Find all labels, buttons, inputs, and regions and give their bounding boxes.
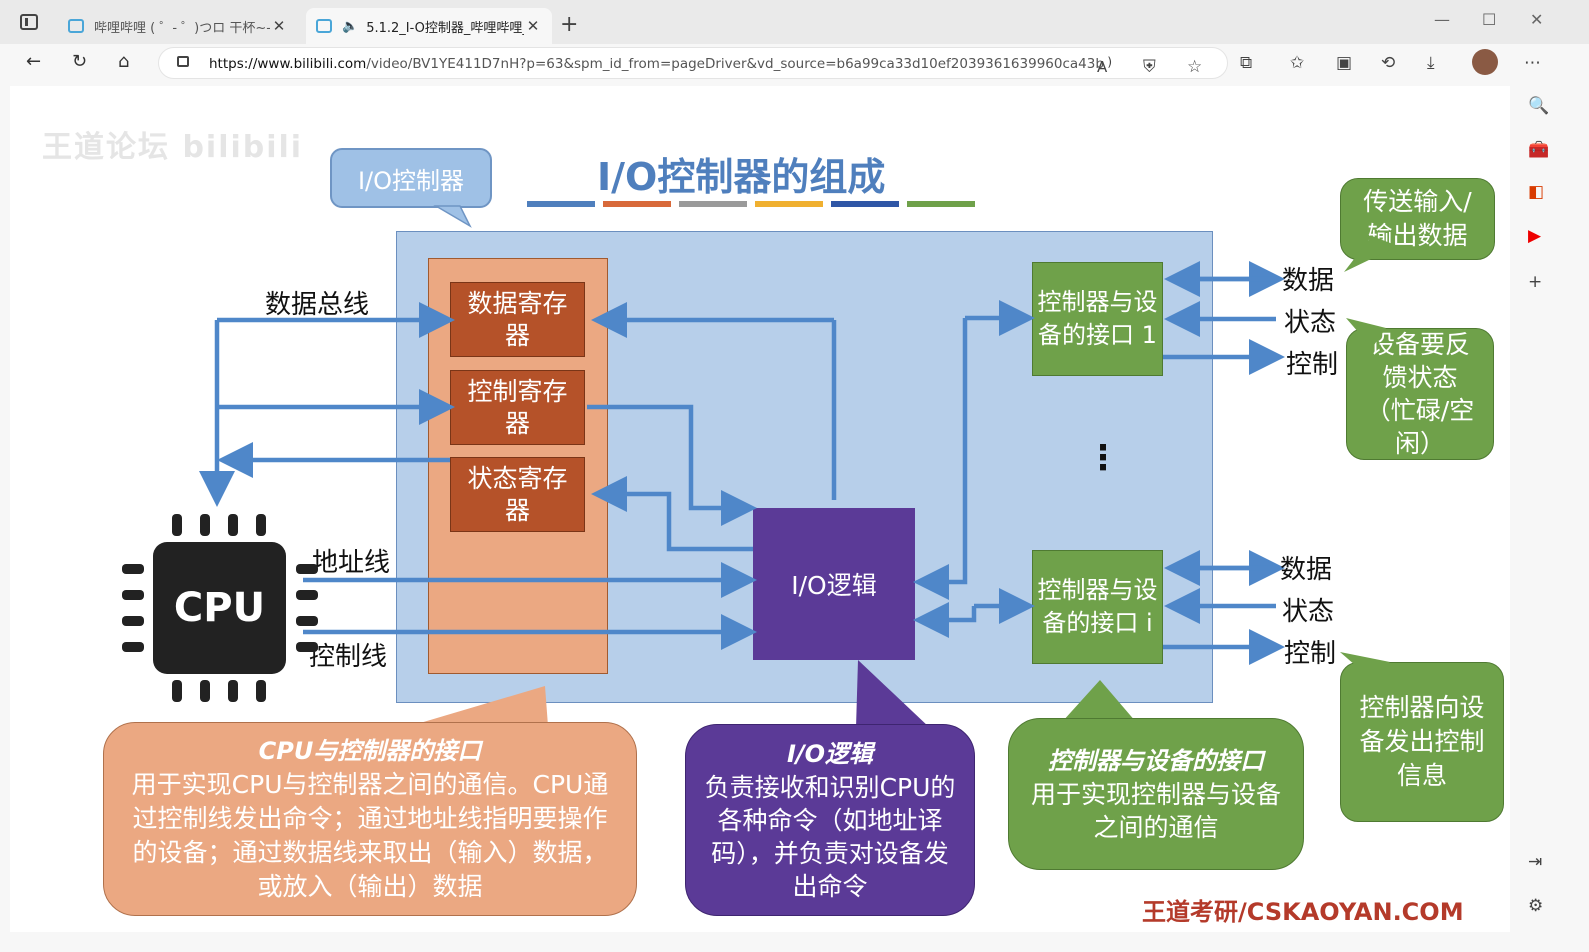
control-register: 控制寄存器: [450, 370, 585, 445]
signal-status-i: 状态: [1282, 597, 1335, 627]
tab-title: 5.1.2_I-O控制器_哔哩哔哩_bilibili: [366, 20, 524, 36]
video-slide[interactable]: 王道论坛 bilibili I/O控制器 I/O控制器的组成 数据寄存器 控制寄…: [10, 86, 1510, 932]
settings-icon[interactable]: ⚙: [1528, 896, 1544, 916]
collections-icon[interactable]: ▣: [1336, 53, 1353, 73]
tab-close-icon[interactable]: ✕: [526, 17, 540, 35]
url-text: https://www.bilibili.com/video/BV1YE411D…: [209, 56, 1104, 72]
note-device-status: 设备要反馈状态（忙碌/空闲）: [1346, 328, 1494, 460]
footer-brand: 王道考研/CSKAOYAN.COM: [1142, 898, 1464, 926]
data-register: 数据寄存器: [450, 282, 585, 357]
device-interface-i: 控制器与设备的接口 i: [1032, 550, 1163, 664]
connection-arrows: [199, 261, 1285, 665]
bubble-io-body: 负责接收和识别CPU的各种命令（如地址译码），并负责对设备发出命令: [704, 772, 956, 901]
new-tab-icon[interactable]: +: [560, 12, 579, 37]
control-line-label: 控制线: [309, 642, 388, 672]
bubble-io-heading: I/O逻辑: [786, 739, 874, 768]
io-logic-block: I/O逻辑: [753, 508, 915, 660]
status-register: 状态寄存器: [450, 457, 585, 532]
reload-icon[interactable]: ↻: [72, 51, 88, 72]
tab-bilibili-home[interactable]: 哔哩哔哩 ( ゜- ゜)つロ 干杯~-bilibili ✕: [58, 8, 298, 44]
slide-title: I/O控制器的组成: [597, 155, 886, 199]
cpu-label: CPU: [153, 542, 286, 674]
tab-actions-icon[interactable]: [20, 14, 38, 30]
office-icon[interactable]: ◧: [1528, 182, 1545, 202]
signal-data-1: 数据: [1282, 266, 1335, 296]
title-bar-navy: [831, 201, 899, 207]
tab-close-icon[interactable]: ✕: [272, 17, 286, 35]
toolbox-icon[interactable]: 🧰: [1528, 140, 1550, 160]
download-icon[interactable]: ⤓: [1427, 53, 1435, 73]
shield-icon[interactable]: ⛨: [1143, 57, 1156, 77]
extensions-icon[interactable]: ⧉: [1240, 53, 1253, 73]
back-icon[interactable]: ←: [26, 51, 42, 72]
favorite-star-icon[interactable]: ☆: [1187, 57, 1203, 77]
bubble-dev-body: 用于实现控制器与设备之间的通信: [1030, 779, 1281, 842]
note-control-info: 控制器向设备发出控制信息: [1340, 662, 1504, 822]
history-icon[interactable]: ⟲: [1381, 53, 1396, 73]
edge-sidebar: 🔍 🧰 ◧ ▶ + ⇥ ⚙: [1518, 82, 1558, 942]
device-interface-1: 控制器与设备的接口 1: [1032, 262, 1163, 376]
ellipsis: ⋮: [1086, 438, 1120, 478]
title-bar-orange: [603, 201, 671, 207]
bubble-io-logic: I/O逻辑 负责接收和识别CPU的各种命令（如地址译码），并负责对设备发出命令: [685, 724, 975, 916]
speaker-icon[interactable]: 🔈: [342, 18, 359, 34]
maximize-icon[interactable]: ☐: [1482, 10, 1497, 29]
bubble-device-interface: 控制器与设备的接口 用于实现控制器与设备之间的通信: [1008, 718, 1304, 870]
title-bar-blue: [527, 201, 595, 207]
callout-tail: [433, 205, 472, 228]
bilibili-favicon-icon: [316, 19, 332, 33]
callout-io-controller: I/O控制器: [330, 148, 492, 208]
tab-title: 哔哩哔哩 ( ゜- ゜)つロ 干杯~-bilibili: [94, 20, 270, 36]
signal-control-i: 控制: [1284, 639, 1337, 669]
home-icon[interactable]: ⌂: [118, 51, 130, 72]
tab-strip: 哔哩哔哩 ( ゜- ゜)つロ 干杯~-bilibili ✕ 🔈 5.1.2_I-…: [0, 0, 1589, 44]
note-tails: [410, 236, 1398, 728]
hide-sidebar-icon[interactable]: ⇥: [1528, 852, 1543, 872]
close-window-icon[interactable]: ✕: [1530, 10, 1544, 29]
bilibili-favicon-icon: [68, 19, 84, 33]
add-sidebar-icon[interactable]: +: [1528, 272, 1543, 292]
youtube-icon[interactable]: ▶: [1528, 226, 1542, 246]
address-bar[interactable]: https://www.bilibili.com/video/BV1YE411D…: [158, 47, 1228, 79]
avatar[interactable]: [1472, 49, 1498, 75]
favorites-icon[interactable]: ✩: [1290, 53, 1305, 73]
minimize-icon[interactable]: —: [1434, 10, 1450, 29]
signal-data-i: 数据: [1280, 555, 1333, 585]
title-bar-gray: [679, 201, 747, 207]
search-icon[interactable]: 🔍: [1528, 96, 1550, 116]
more-menu-icon[interactable]: ⋯: [1524, 53, 1541, 73]
data-bus-label: 数据总线: [265, 290, 370, 320]
bubble-dev-heading: 控制器与设备的接口: [1048, 746, 1264, 775]
watermark: 王道论坛 bilibili: [42, 130, 304, 165]
address-line-label: 地址线: [312, 548, 391, 578]
bubble-cpu-interface: CPU与控制器的接口 用于实现CPU与控制器之间的通信。CPU通过控制线发出命令…: [103, 722, 637, 916]
read-aloud-icon[interactable]: A): [1097, 54, 1113, 76]
bubble-cpu-heading: CPU与控制器的接口: [258, 737, 482, 765]
bubble-cpu-body: 用于实现CPU与控制器之间的通信。CPU通过控制线发出命令；通过地址线指明要操作…: [131, 770, 609, 901]
title-bar-green: [907, 201, 975, 207]
title-bar-yellow: [755, 201, 823, 207]
signal-status-1: 状态: [1284, 308, 1337, 338]
lock-icon: [177, 56, 189, 67]
tab-video-active[interactable]: 🔈 5.1.2_I-O控制器_哔哩哔哩_bilibili ✕: [306, 8, 552, 44]
navigation-bar: ← ↻ ⌂ https://www.bilibili.com/video/BV1…: [0, 44, 1589, 82]
signal-control-1: 控制: [1286, 350, 1339, 380]
cpu-chip-icon: CPU: [120, 512, 320, 702]
